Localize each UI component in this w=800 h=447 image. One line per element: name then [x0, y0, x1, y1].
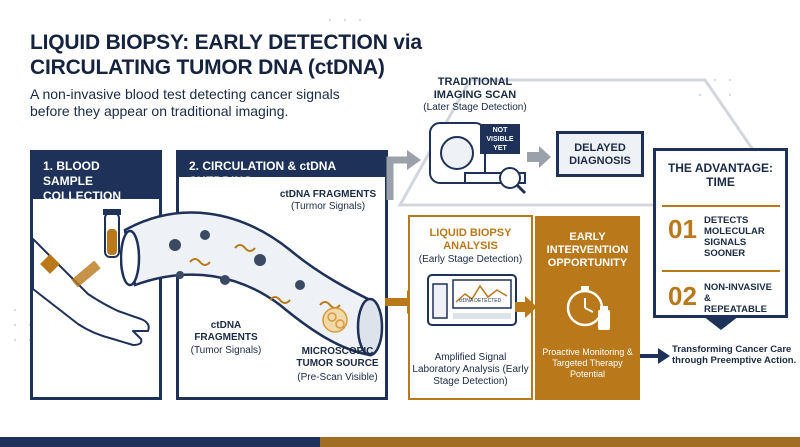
delayed-diagnosis-box: DELAYED DIAGNOSIS	[556, 131, 644, 177]
advantage-pointer	[703, 316, 739, 330]
arm-blood-draw-illustration	[32, 209, 150, 346]
lab-analyzer-illustration	[427, 274, 517, 326]
step1-label: 1. BLOOD SAMPLE COLLECTION	[33, 153, 159, 203]
biopsy-sub: (Early Stage Detection)	[418, 254, 523, 265]
imaging-sub: (Later Stage Detection)	[423, 102, 527, 113]
advantage-text-2: NON-INVASIVE & REPEATABLE	[704, 282, 772, 315]
page-title: LIQUID BIOPSY: EARLY DETECTION via CIRCU…	[30, 31, 422, 79]
imaging-panel: TRADITIONAL IMAGING SCAN (Later Stage De…	[420, 76, 530, 114]
tumor-source-title: MICROSCOPIC TUMOR SOURCE	[296, 346, 379, 369]
page-subtitle: A non-invasive blood test detecting canc…	[30, 86, 340, 119]
advantage-item-1: 01 DETECTS MOLECULAR SIGNALS SOONER	[662, 205, 780, 259]
early-intervention-panel	[535, 216, 640, 400]
fragments-left-title: ctDNA FRAGMENTS	[194, 320, 258, 343]
not-visible-badge: NOT VISIBLE YET	[480, 124, 520, 154]
ctdna-detected-screen: ctDNA DETECTED	[458, 298, 502, 304]
conclusion-text: Transforming Cancer Care through Preempt…	[672, 344, 797, 366]
step2-label: 2. CIRCULATION & ctDNA SHEDDING	[179, 153, 385, 188]
tumor-source-sub: (Pre-Scan Visible)	[297, 372, 378, 383]
ct-scanner-illustration	[429, 122, 527, 195]
blood-vessel-illustration	[120, 211, 384, 357]
stopwatch-icon	[566, 286, 610, 330]
arrow-to-early	[515, 296, 537, 318]
biopsy-title: LIQUID BIOPSY ANALYSIS	[429, 227, 512, 252]
arrow-to-delayed	[527, 146, 551, 168]
fragments-top-sub: (Turmor Signals)	[290, 201, 366, 212]
advantage-text-1: DETECTS MOLECULAR SIGNALS SOONER	[704, 215, 765, 259]
advantage-num-2: 02	[668, 281, 697, 311]
arrow-to-conclusion	[640, 348, 670, 364]
early-desc: Proactive Monitoring & Targeted Therapy …	[542, 347, 633, 379]
imaging-title: TRADITIONAL IMAGING SCAN	[433, 76, 517, 101]
advantage-num-1: 01	[668, 214, 697, 244]
early-title: EARLY INTERVENTION OPPORTUNITY	[546, 231, 629, 269]
biopsy-amplified: Amplified Signal Laboratory Analysis (Ea…	[412, 352, 529, 387]
fragments-left-sub: (Tumor Signals)	[190, 345, 262, 356]
advantage-item-2: 02 NON-INVASIVE & REPEATABLE	[662, 270, 780, 315]
fragments-top-title: ctDNA FRAGMENTS	[279, 189, 377, 200]
advantage-title: THE ADVANTAGE: TIME	[667, 161, 774, 189]
step1-panel: 1. BLOOD SAMPLE COLLECTION	[30, 150, 162, 400]
